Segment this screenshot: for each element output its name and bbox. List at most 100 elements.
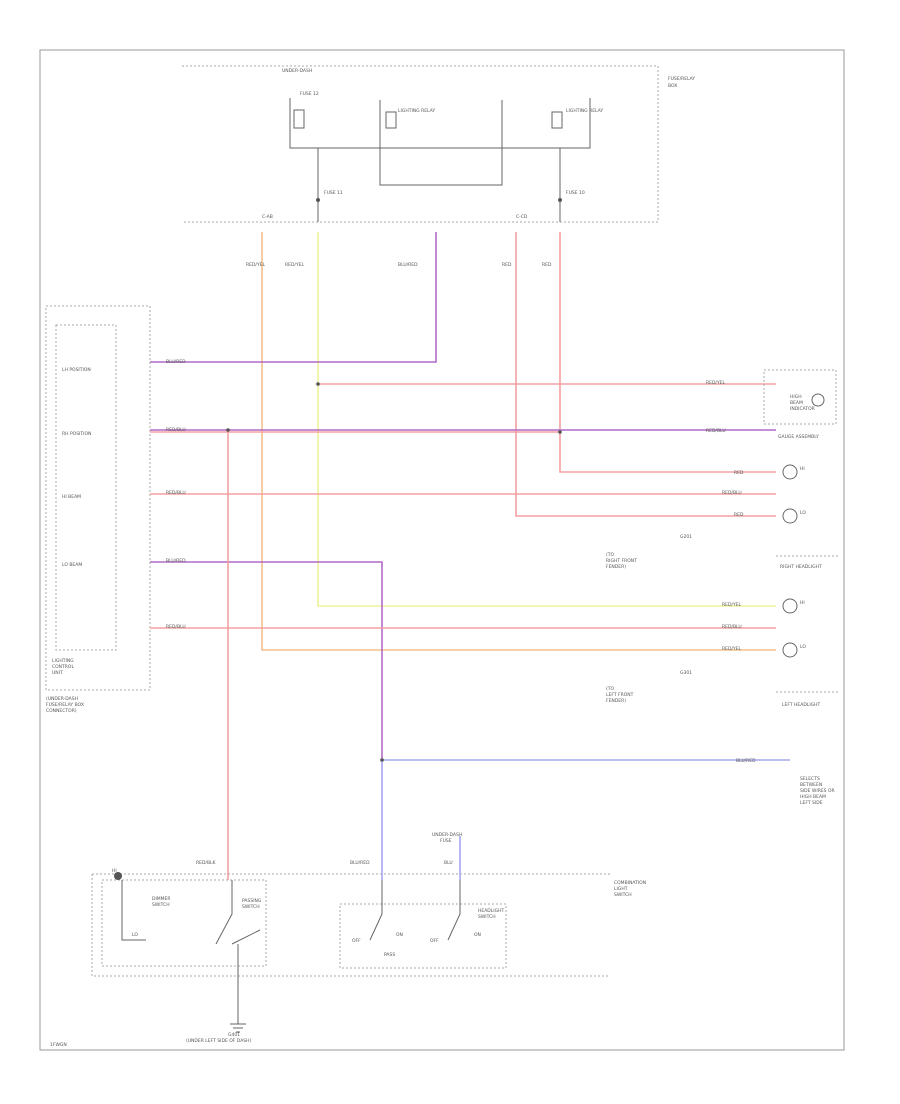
connector-left-label: C-AB bbox=[262, 214, 273, 220]
pin-hi-beam: HI BEAM bbox=[62, 494, 81, 500]
wire-label-left-4: BLU/RED bbox=[166, 558, 186, 564]
combo-label-2: LIGHT bbox=[614, 886, 628, 892]
control-unit-inner bbox=[55, 324, 117, 651]
dimmer-contact bbox=[121, 880, 146, 941]
left-ground-note-1: (TO bbox=[606, 686, 615, 692]
top-wire-labels: RED/YEL RED/YEL BLU/RED RED RED bbox=[246, 262, 552, 268]
note-line-4: HIGH BEAM bbox=[800, 794, 826, 800]
right-ground-note-1: (TO bbox=[606, 552, 615, 558]
left-lo-label: LO bbox=[800, 644, 806, 650]
indicator-label-1: HIGH bbox=[790, 394, 802, 400]
dimmer-label-2: SWITCH bbox=[152, 902, 170, 908]
gauge-assembly-outline bbox=[763, 369, 837, 425]
wire-label-right-2: RED/BLU bbox=[706, 428, 726, 434]
wire-label-left-1: BLU/RED bbox=[166, 359, 186, 365]
pin-lo-beam: LO BEAM bbox=[62, 562, 82, 568]
left-ground-note-2: LEFT FRONT bbox=[606, 692, 634, 698]
wire-label-top-4: RED bbox=[502, 262, 512, 268]
right-hi-bulb-icon bbox=[782, 464, 798, 480]
left-hi-label: HI bbox=[800, 600, 805, 606]
top-fuse-relay-box: UNDER-DASH FUSE/RELAY BOX FUSE 12 LIGHTI… bbox=[182, 65, 695, 223]
switch-bottom-edge bbox=[91, 874, 610, 977]
left-headlight-label: LEFT HEADLIGHT bbox=[782, 702, 821, 708]
passing-arm bbox=[231, 929, 261, 945]
ground-caption: (UNDER LEFT SIDE OF DASH) bbox=[186, 1038, 252, 1044]
wire-label-right-1: RED/YEL bbox=[706, 380, 726, 386]
wire-label-right-3: RED bbox=[734, 470, 744, 476]
wire-label-left-2: RED/BLU bbox=[166, 427, 186, 433]
switch-wire-label-3: BLU bbox=[444, 860, 453, 866]
wire-yellow bbox=[317, 232, 776, 607]
wire-label-left-5: RED/BLU bbox=[166, 624, 186, 630]
control-unit-note-2: FUSE/RELAY BOX bbox=[46, 702, 84, 708]
dimmer-terminal-icon bbox=[114, 872, 122, 880]
headlight-switch-label-1: HEADLIGHT bbox=[478, 908, 504, 914]
relay-right-coil-icon bbox=[551, 111, 563, 129]
control-unit-name-1: LIGHTING bbox=[52, 658, 74, 664]
wire-orange-left bbox=[261, 232, 776, 651]
wire-label-right-6: RED/YEL bbox=[722, 602, 742, 608]
junction-node-3 bbox=[380, 758, 384, 762]
fuse-right-label: FUSE 10 bbox=[566, 190, 585, 196]
dimmer-label-1: DIMMER bbox=[152, 896, 171, 902]
wire-violet-lobeam bbox=[150, 561, 383, 760]
wire-label-top-3: BLU/RED bbox=[398, 262, 418, 268]
wire-label-right-7: RED/BLU bbox=[722, 624, 742, 630]
diagram-border bbox=[39, 49, 845, 1051]
note-line-5: LEFT SIDE bbox=[800, 800, 823, 806]
headlight-switch-box bbox=[339, 903, 507, 969]
relay-right-label: LIGHTING RELAY bbox=[566, 108, 603, 114]
headlight-switch-label-2: SWITCH bbox=[478, 914, 496, 920]
switch-off-label-2: OFF bbox=[430, 938, 439, 944]
junction-node-4 bbox=[558, 430, 562, 434]
dimmer-lo-label: LO bbox=[132, 932, 138, 938]
right-lo-label: LO bbox=[800, 510, 806, 516]
left-ground-tag: G301 bbox=[680, 670, 692, 676]
right-wire-labels: RED/YEL RED/BLU RED RED/BLU RED RED/YEL … bbox=[706, 380, 744, 652]
indicator-bulb-icon bbox=[811, 393, 825, 407]
relay-bus bbox=[289, 98, 591, 149]
headlight-contact-1 bbox=[369, 880, 383, 941]
fuse-10-node bbox=[558, 198, 562, 202]
wire-label-top-1: RED/YEL bbox=[246, 262, 266, 268]
switch-wire-label-2: BLU/RED bbox=[350, 860, 370, 866]
note-line-1: SELECTS bbox=[800, 776, 820, 782]
note-line-3: SIDE WIRES OR bbox=[800, 788, 835, 794]
control-unit-outline bbox=[45, 305, 151, 691]
control-unit-note-1: (UNDER-DASH bbox=[46, 696, 78, 702]
fuse-left-label: FUSE 12 bbox=[300, 91, 319, 97]
top-module-outline bbox=[182, 65, 659, 223]
switch-off-label-1: OFF bbox=[352, 938, 361, 944]
control-unit-name-3: UNIT bbox=[52, 670, 63, 676]
wires-group bbox=[150, 232, 790, 880]
junction-node-1 bbox=[316, 382, 320, 386]
passing-label-2: SWITCH bbox=[242, 904, 260, 910]
right-ground-note-2: RIGHT FRONT bbox=[606, 558, 637, 564]
indicator-label-2: BEAM bbox=[790, 400, 803, 406]
right-hi-label: HI bbox=[800, 466, 805, 472]
wire-label-right-5: RED bbox=[734, 512, 744, 518]
wire-label-right-8: RED/YEL bbox=[722, 646, 742, 652]
combo-label-1: COMBINATION bbox=[614, 880, 646, 886]
wire-label-top-2: RED/YEL bbox=[285, 262, 305, 268]
gauge-assembly-caption: GAUGE ASSEMBLY bbox=[778, 434, 819, 440]
switch-wire-label-1: RED/BLK bbox=[196, 860, 217, 866]
top-module-side-label-2: BOX bbox=[668, 83, 677, 89]
right-ground-note-3: FENDER) bbox=[606, 564, 626, 570]
control-unit-name-2: CONTROL bbox=[52, 664, 74, 670]
ground-label: G401 bbox=[228, 1032, 240, 1038]
right-ground-tag: G201 bbox=[680, 534, 692, 540]
headlight-contact-2 bbox=[447, 880, 461, 941]
passing-label-1: PASSING bbox=[242, 898, 262, 904]
wire-red-3 bbox=[515, 232, 776, 517]
dimmer-hi-label: HI bbox=[112, 868, 117, 874]
wire-label-right-4: RED/BLU bbox=[722, 490, 742, 496]
right-headlight-label: RIGHT HEADLIGHT bbox=[780, 564, 822, 570]
note-line-2: BETWEEN bbox=[800, 782, 822, 788]
passing-contact bbox=[215, 880, 233, 945]
blue-wire-label: BLU/RED bbox=[736, 758, 756, 764]
switch-on-label-1: ON bbox=[396, 932, 403, 938]
switch-pass-label: PASS bbox=[384, 952, 395, 958]
left-hi-bulb-icon bbox=[782, 598, 798, 614]
switch-on-label-2: ON bbox=[474, 932, 481, 938]
